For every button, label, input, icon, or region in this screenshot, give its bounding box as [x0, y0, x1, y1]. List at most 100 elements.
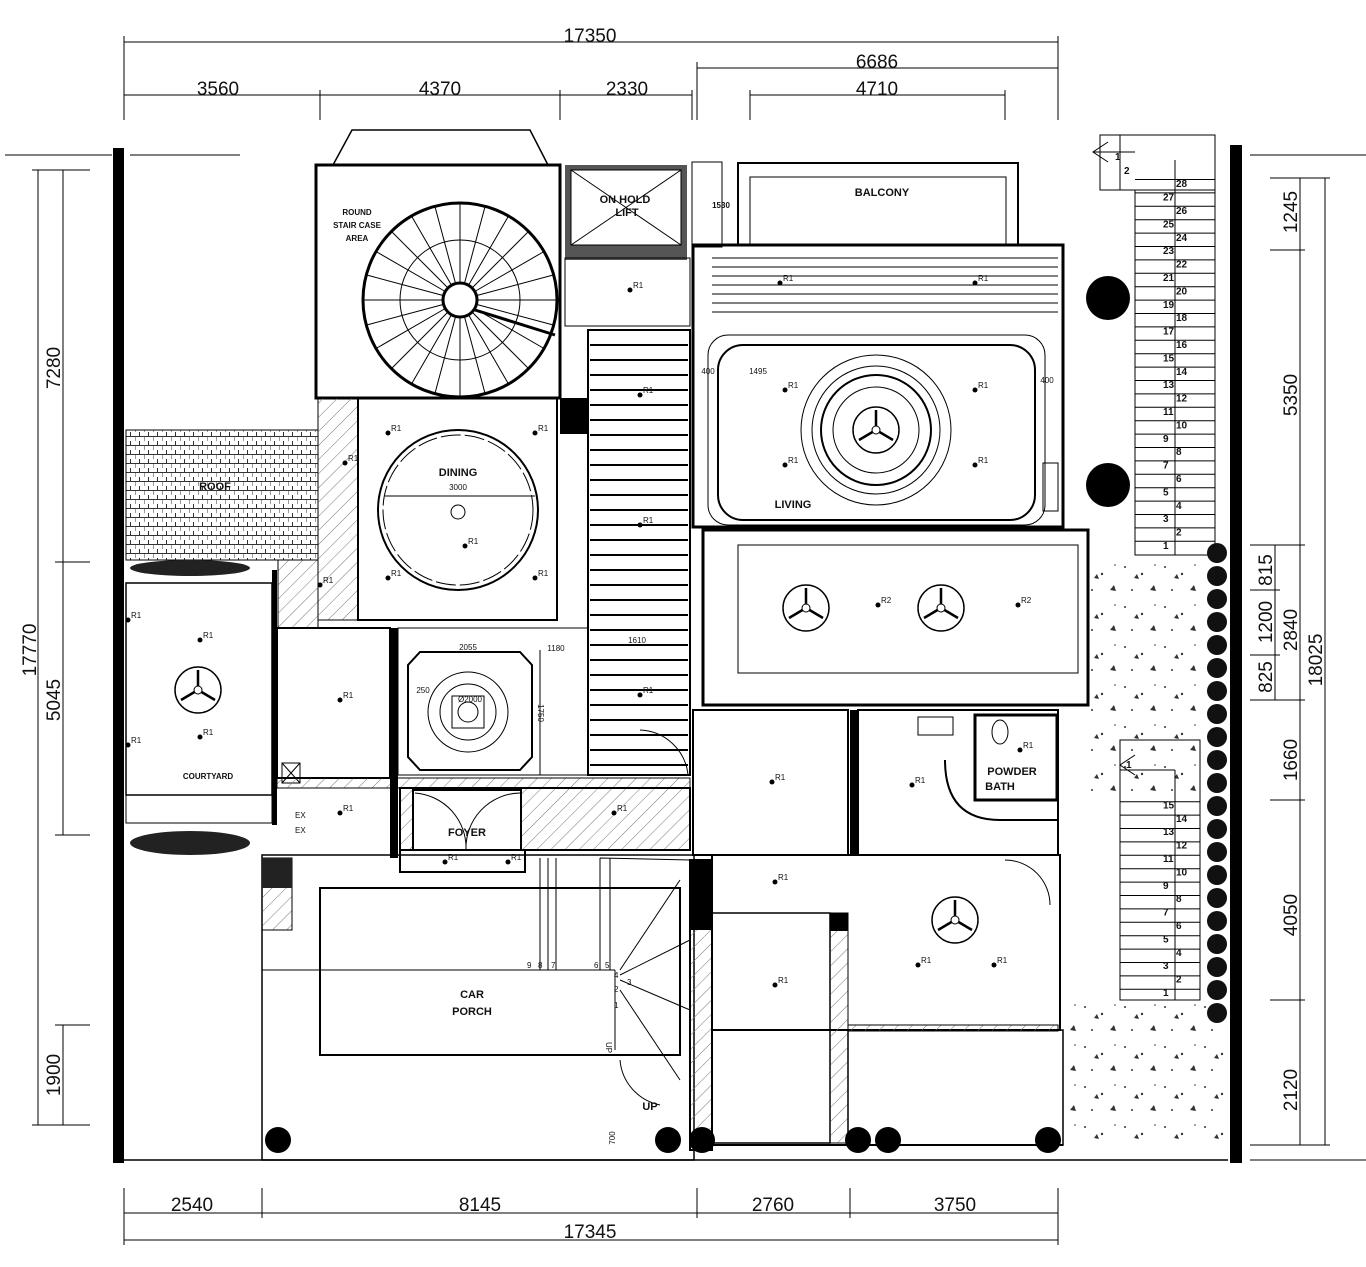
stair-step-number: 2 [1176, 975, 1182, 986]
step-number: 2 [614, 985, 619, 994]
stair-step-number: 28 [1176, 179, 1188, 190]
dim-right-overall: 18025 [1306, 634, 1327, 687]
dim-bottom-seg: 2540 [171, 1195, 213, 1216]
stair-step-number: 6 [1176, 474, 1182, 485]
hedge-shrub [1207, 865, 1227, 885]
room-label-lift: ON HOLD [600, 194, 651, 206]
light-fixture [462, 543, 468, 549]
dim-right-seg: 815 [1256, 554, 1277, 586]
dim-step: 700 [608, 1131, 617, 1145]
dim-left-overall: 17770 [20, 624, 41, 677]
step-number: 3 [627, 978, 632, 987]
stair-step-number: 6 [1176, 921, 1182, 932]
courtyard [125, 559, 319, 825]
hedge-shrub [1207, 635, 1227, 655]
light-fixture [909, 782, 915, 788]
spiral-tread [468, 215, 509, 286]
stair-step-number: 10 [1176, 420, 1188, 431]
spiral-tread [474, 308, 545, 349]
room-label-living: LIVING [775, 499, 812, 511]
spiral-tread [474, 251, 545, 292]
stair-step-number: 17 [1163, 327, 1175, 338]
exhaust-label: EX [295, 826, 306, 835]
light-label: R1 [348, 454, 359, 463]
living-room [691, 243, 1065, 529]
light-label: R1 [788, 381, 799, 390]
light-label: R1 [778, 976, 789, 985]
balcony [737, 162, 1019, 246]
light-label: R1 [203, 728, 214, 737]
light-fixture [532, 430, 538, 436]
spiral-tread [411, 215, 452, 286]
light-label: R1 [391, 424, 402, 433]
stair-step-number: 19 [1163, 300, 1175, 311]
dim-top-right-inner: 4710 [856, 79, 898, 100]
light-label: R1 [538, 424, 549, 433]
stair-step-number: 15 [1163, 800, 1175, 811]
room-label-staircase: ROUND [342, 208, 372, 217]
light-fixture [782, 462, 788, 468]
stair-landing-number: 1 [1126, 760, 1132, 771]
round-staircase-area [314, 129, 588, 621]
light-fixture [769, 779, 775, 785]
dim-left-seg: 7280 [44, 347, 65, 389]
room-label-foyer: FOYER [448, 827, 486, 839]
spiral-tread [391, 311, 449, 369]
light-label: R1 [391, 569, 402, 578]
light-label: R1 [468, 537, 479, 546]
lounge-room [701, 528, 1090, 707]
step-number: 9 [527, 961, 532, 970]
foyer [399, 787, 691, 873]
dimension-left [32, 169, 90, 1126]
spiral-tread [366, 274, 444, 297]
hedge-shrub [1207, 727, 1227, 747]
step-number: 5 [605, 961, 610, 970]
hedge-shrub [1207, 612, 1227, 632]
dim-living-margin: 400 [701, 367, 715, 376]
light-fixture [385, 575, 391, 581]
stair-step-number: 26 [1176, 206, 1188, 217]
room-label-roof: ROOF [199, 481, 231, 493]
light-fixture [991, 962, 997, 968]
light-label: R1 [511, 853, 522, 862]
hedge-shrub [1207, 819, 1227, 839]
stair-step-number: 13 [1163, 827, 1175, 838]
dimension-bottom [123, 1188, 1059, 1245]
light-fixture [972, 462, 978, 468]
stair-step-number: 1 [1163, 541, 1169, 552]
stair-step-number: 5 [1163, 934, 1169, 945]
dim-top-seg: 3560 [197, 79, 239, 100]
dim-right-seg: 2840 [1281, 609, 1302, 651]
stair-step-number: 4 [1176, 501, 1182, 512]
dim-ceiling-width: 2055 [459, 643, 477, 652]
light-fixture [782, 387, 788, 393]
stair-step-number: 12 [1176, 394, 1188, 405]
step-number: 6 [594, 961, 599, 970]
hedge-shrub [1207, 681, 1227, 701]
hedge-shrub [1207, 842, 1227, 862]
dim-right-seg: 825 [1256, 661, 1277, 693]
columns [265, 276, 1130, 1153]
light-fixture [915, 962, 921, 968]
dim-right-seg: 5350 [1281, 374, 1302, 416]
hedge-shrub [1207, 934, 1227, 954]
dim-bottom-seg: 8145 [459, 1195, 501, 1216]
spiral-tread [468, 314, 509, 385]
dim-right-seg: 1245 [1281, 191, 1302, 233]
light-label: R1 [978, 381, 989, 390]
hedge-shrub [1207, 750, 1227, 770]
spiral-tread [411, 314, 452, 385]
light-label: R1 [343, 804, 354, 813]
room-label-staircase: STAIR CASE [333, 221, 382, 230]
light-fixture [197, 734, 203, 740]
dim-right-seg: 4050 [1281, 894, 1302, 936]
room-label-courtyard: COURTYARD [183, 772, 234, 781]
light-fixture [637, 522, 643, 528]
spiral-tread [391, 231, 449, 289]
room-label-dining: DINING [439, 467, 478, 479]
light-fixture [777, 280, 783, 286]
spiral-tread [434, 206, 457, 284]
dimension-right [1250, 177, 1330, 1146]
light-fixture [505, 859, 511, 865]
